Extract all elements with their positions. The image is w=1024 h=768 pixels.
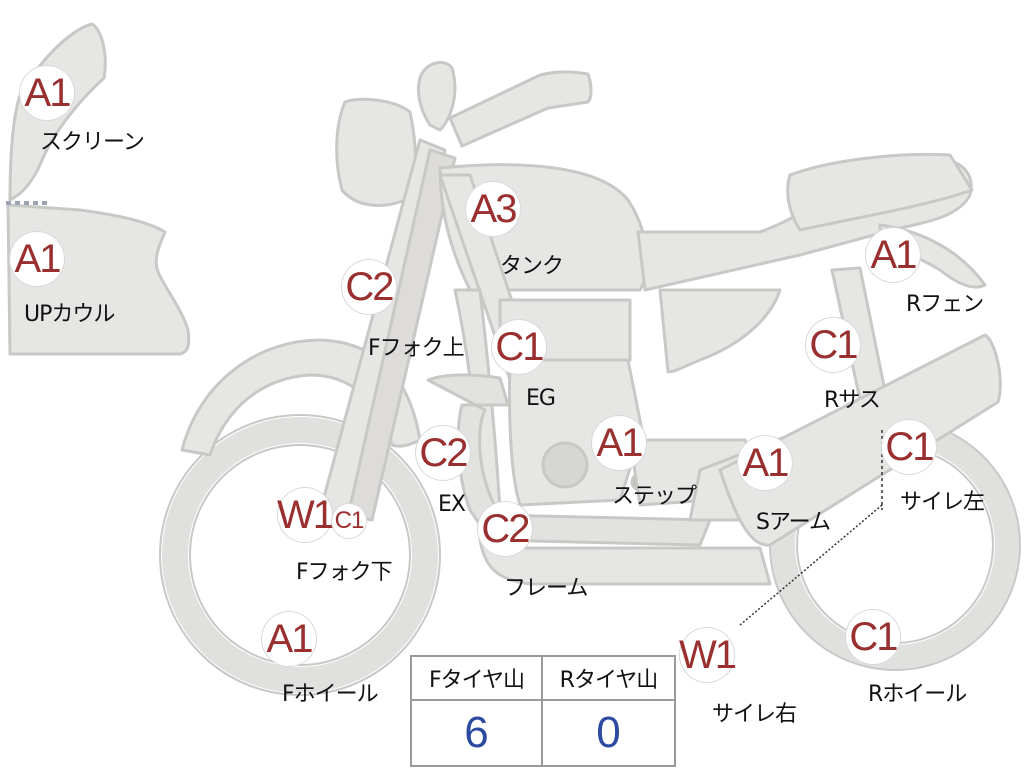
f-fork-lower-label: Fフォク下	[296, 560, 393, 585]
r-wheel-label: Rホイール	[868, 682, 967, 707]
tank-label: タンク	[500, 254, 564, 279]
f-wheel-grade-badge: A1	[262, 612, 316, 666]
front-tread-value: 6	[412, 701, 543, 765]
f-fork-upper-label: Fフォク上	[368, 336, 465, 361]
front-wheel-shape	[162, 417, 438, 693]
r-fender-grade-badge: A1	[866, 228, 920, 282]
step-label: ステップ	[612, 484, 697, 509]
silencer-right-label: サイレ右	[712, 702, 797, 727]
engine-grade-badge: C1	[492, 320, 546, 374]
tire-tread-table: Fタイヤ山 Rタイヤ山 6 0	[410, 655, 676, 767]
step-grade-badge: A1	[592, 416, 646, 470]
r-fender-label: Rフェン	[906, 292, 984, 317]
exhaust-label: EX	[438, 492, 466, 517]
handlebar-shape	[416, 61, 457, 132]
silencer-right-leader	[739, 504, 883, 626]
frame-label: フレーム	[504, 576, 588, 601]
silencer-left-grade-badge: C1	[882, 420, 936, 474]
rear-tread-value: 0	[596, 708, 621, 757]
silencer-left-label: サイレ左	[900, 490, 985, 515]
f-fork-lower-grade-badge: W1	[277, 488, 335, 542]
up-cowl-grade-badge: A1	[10, 232, 64, 286]
front-tread-header: Fタイヤ山	[412, 657, 543, 701]
up-cowl-label: UPカウル	[24, 302, 115, 327]
screen-grade-badge: A1	[20, 66, 74, 120]
screen-label: スクリーン	[40, 130, 145, 155]
f-fork-upper-grade-badge: C2	[342, 260, 396, 314]
f-fork-lower-grade2-badge: C1	[332, 504, 366, 538]
silencer-right-grade-badge: W1	[679, 628, 737, 682]
swing-arm-grade-badge: A1	[738, 436, 792, 490]
r-suspension-grade-badge: C1	[806, 318, 860, 372]
frame-grade-badge: C2	[478, 502, 532, 556]
swing-arm-label: Sアーム	[756, 510, 831, 535]
exhaust-shape	[426, 373, 712, 547]
r-suspension-label: Rサス	[824, 388, 881, 413]
rear-tread-header: Rタイヤ山	[543, 657, 674, 701]
r-wheel-grade-badge: C1	[846, 610, 900, 664]
f-wheel-label: Fホイール	[282, 682, 379, 707]
side-cover-shape	[658, 288, 782, 374]
exhaust-grade-badge: C2	[416, 426, 470, 480]
headlight-shape	[335, 97, 417, 207]
tank-grade-badge: A3	[466, 182, 520, 236]
silencer-shape	[718, 333, 1002, 547]
engine-label: EG	[526, 386, 556, 411]
